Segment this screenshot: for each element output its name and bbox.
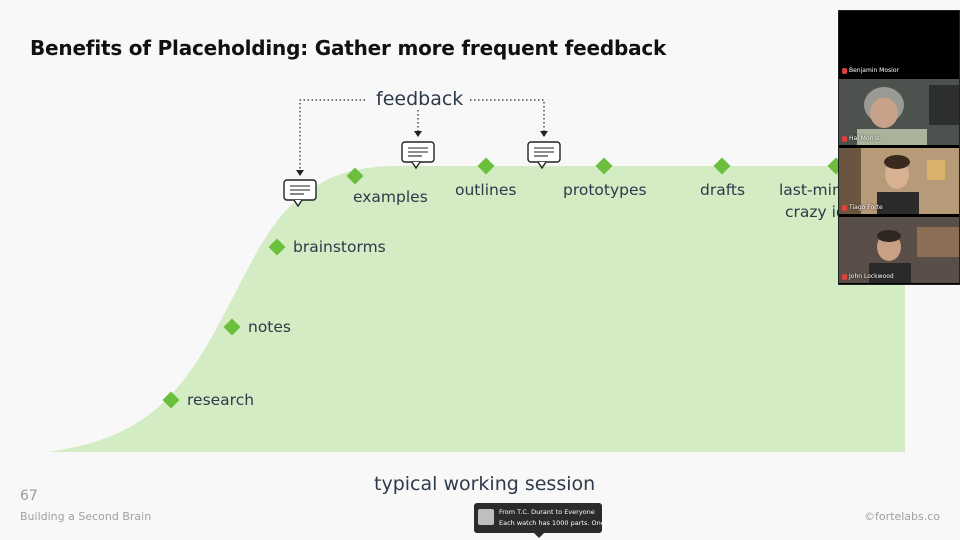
outlines-diamond: [477, 157, 495, 175]
drafts-diamond: [713, 157, 731, 175]
sender-avatar: [478, 509, 494, 525]
slide-title: Benefits of Placeholding: Gather more fr…: [30, 36, 667, 60]
muted-mic-icon: [842, 67, 847, 74]
muted-mic-icon: [842, 273, 847, 280]
stage-label-notes: notes: [248, 318, 291, 336]
feedback-bubble-icon-1: [283, 179, 317, 208]
prototypes-diamond: [595, 157, 613, 175]
participant-name: John Lockwood: [842, 273, 894, 280]
stage-label-examples: examples: [353, 188, 428, 206]
stage-label-outlines: outlines: [455, 181, 517, 199]
stage-label-brainstorms: brainstorms: [293, 238, 386, 256]
muted-mic-icon: [842, 204, 847, 211]
chat-notification[interactable]: From T.C. Durant to Everyone Each watch …: [474, 503, 611, 538]
participant-name: Benjamin Mosior: [842, 67, 899, 74]
participant-tile[interactable]: Benjamin Mosior: [839, 11, 959, 77]
stage-label-research: research: [187, 391, 255, 409]
participant-video: [839, 217, 959, 283]
footer-course-name: Building a Second Brain: [20, 510, 152, 523]
x-axis-label: typical working session: [374, 473, 596, 495]
chat-sender-line: From T.C. Durant to Everyone: [499, 508, 595, 516]
participant-tile[interactable]: John Lockwood: [839, 217, 959, 283]
feedback-label: feedback: [376, 88, 464, 110]
notes-diamond: [223, 318, 241, 336]
stage-label-drafts: drafts: [700, 181, 746, 199]
participant-name: Tiago Forte: [842, 204, 883, 211]
stage-label-last-minute-line2: crazy id: [785, 203, 846, 221]
footer-copyright: ©fortelabs.co: [864, 510, 940, 523]
muted-mic-icon: [842, 135, 847, 142]
participant-video: [839, 148, 959, 214]
feedback-bubble-icon-2: [401, 141, 435, 170]
connector-arrowheads: [296, 131, 548, 176]
page-number: 67: [20, 488, 38, 504]
brainstorms-diamond: [268, 238, 286, 256]
feedback-connectors: [299, 99, 545, 172]
feedback-bubble-icon-3: [527, 141, 561, 170]
stage-label-prototypes: prototypes: [563, 181, 647, 199]
participant-name: Hal Morris: [842, 135, 879, 142]
stage-label-last-minute-line1: last-min: [779, 181, 842, 199]
participant-tile[interactable]: Hal Morris: [839, 79, 959, 145]
chat-message-preview: Each watch has 1000 parts. One...: [499, 519, 611, 527]
examples-diamond: [346, 167, 364, 185]
research-diamond: [162, 391, 180, 409]
video-participants-panel[interactable]: Benjamin Mosior Hal Morris Tiago Forte: [838, 10, 960, 285]
participant-video: [839, 79, 959, 145]
working-session-area: [48, 166, 905, 452]
participant-tile[interactable]: Tiago Forte: [839, 148, 959, 214]
